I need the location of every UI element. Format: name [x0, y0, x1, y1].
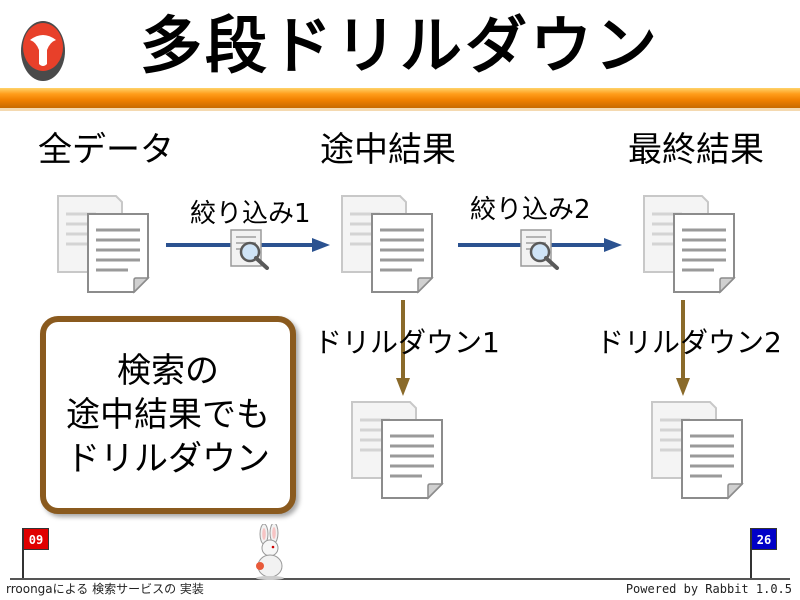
current-page-number: 09	[23, 528, 49, 550]
slide-title: 多段ドリルダウン	[139, 9, 660, 82]
drilldown-label-1: ドリルダウン1	[314, 326, 500, 359]
rroonga-logo-icon	[20, 20, 66, 82]
stage-label-final: 最終結果	[628, 130, 764, 170]
documents-icon-drilldown-2	[650, 400, 746, 500]
documents-icon-drilldown-1	[350, 400, 446, 500]
callout-line-2: 途中結果でも	[66, 395, 270, 435]
rabbit-progress-icon	[250, 522, 290, 580]
stage-label-intermediate: 途中結果	[320, 130, 456, 170]
title-rule-shadow	[0, 108, 800, 111]
documents-icon-final	[642, 194, 738, 294]
footer-powered-by: Powered by Rabbit 1.0.5	[625, 582, 792, 596]
magnifier-icon-1	[228, 228, 270, 270]
documents-icon-intermediate	[340, 194, 436, 294]
documents-icon-all-data	[56, 194, 152, 294]
magnifier-icon-2	[518, 228, 560, 270]
callout-line-1: 検索の	[117, 351, 219, 391]
drilldown-arrow-1	[396, 300, 410, 396]
filter-label-2: 絞り込み2	[470, 195, 591, 225]
progress-track	[10, 578, 790, 580]
stage-label-all-data: 全データ	[38, 130, 174, 170]
drilldown-arrow-2	[676, 300, 690, 396]
callout-box: 検索の 途中結果でも ドリルダウン	[40, 316, 296, 514]
total-page-number: 26	[751, 528, 777, 550]
filter-label-1: 絞り込み1	[190, 199, 311, 229]
callout-line-3: ドリルダウン	[66, 439, 270, 479]
title-rule	[0, 88, 800, 108]
drilldown-label-2: ドリルダウン2	[596, 326, 782, 359]
footer-presentation-title: rroongaによる 検索サービスの 実装	[6, 582, 204, 596]
